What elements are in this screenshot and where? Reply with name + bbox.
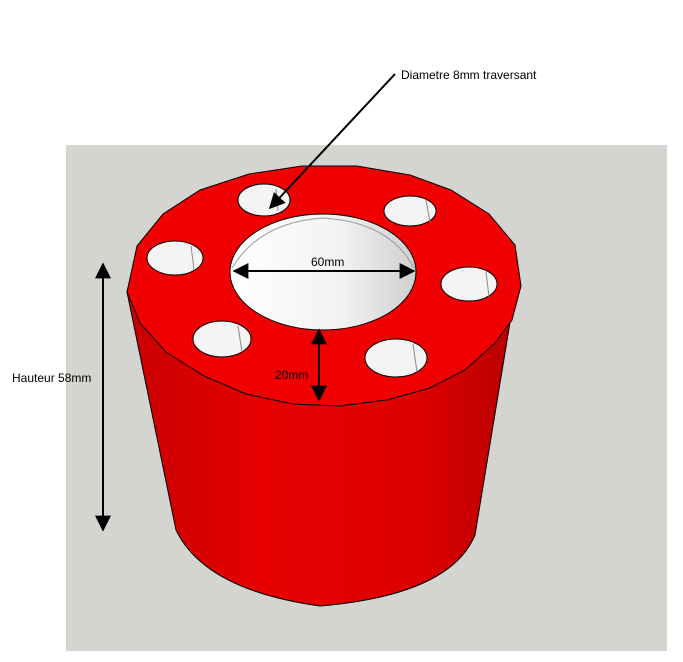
hole-leader-arrow: [268, 73, 396, 210]
through-hole: [237, 183, 291, 217]
height-label: Hauteur 58mm: [12, 371, 91, 385]
through-hole: [146, 240, 204, 276]
hole-callout-label: Diametre 8mm traversant: [401, 68, 537, 82]
through-hole: [364, 338, 428, 378]
wall-thickness-label: 20mm: [275, 368, 308, 382]
diameter-label: 60mm: [311, 255, 344, 269]
through-hole: [440, 266, 498, 302]
center-bore-inner-edge: [231, 217, 415, 269]
through-hole: [383, 195, 437, 227]
through-hole: [192, 320, 252, 358]
